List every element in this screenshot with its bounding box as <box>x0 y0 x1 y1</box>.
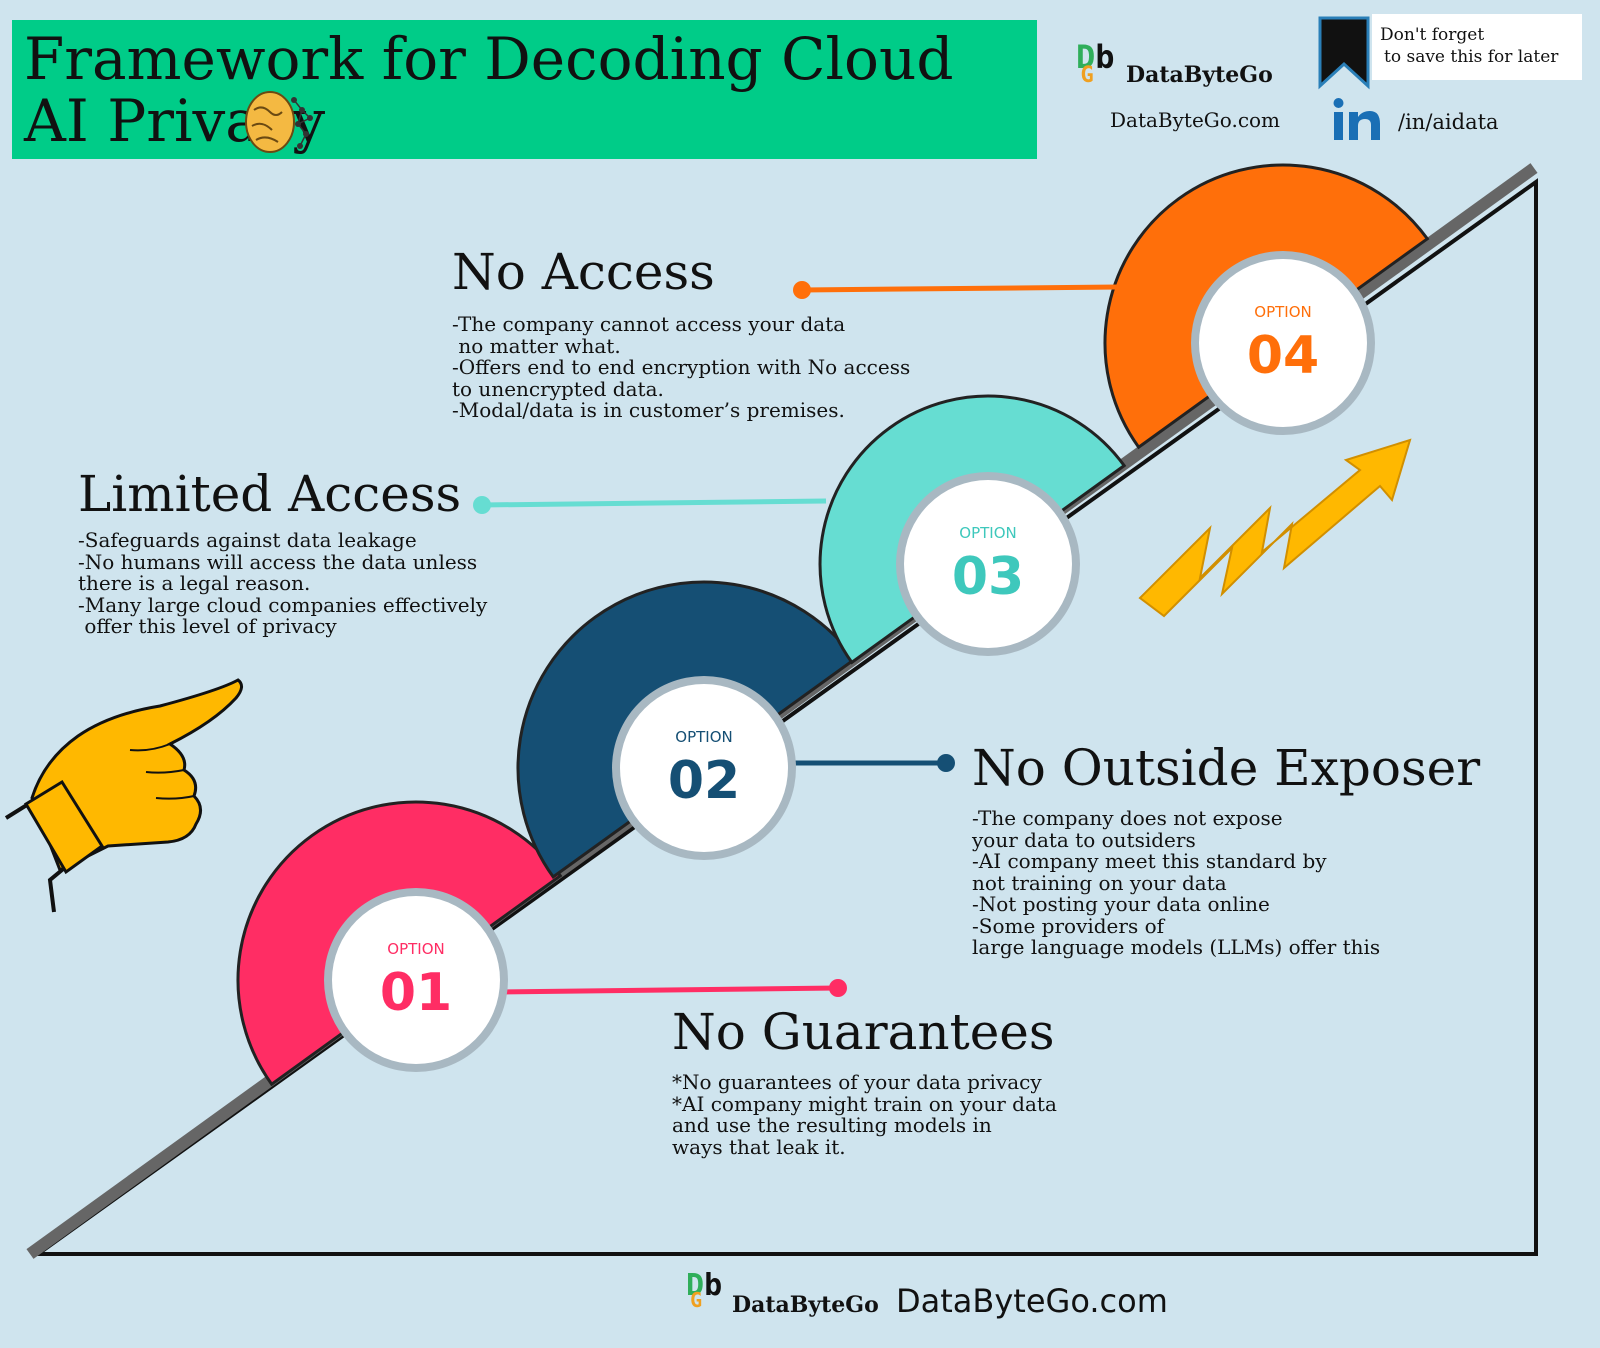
body-option-01-line: *No guarantees of your data privacy <box>672 1070 1042 1094</box>
body-option-02-line: -AI company meet this standard by <box>972 849 1327 873</box>
title-banner: Framework for Decoding Cloud AI Privacy <box>12 20 1037 159</box>
connector-option-03 <box>481 498 827 508</box>
body-option-02-line: -Not posting your data online <box>972 892 1270 916</box>
body-option-04-line: -Modal/data is in customer’s premises. <box>452 398 845 422</box>
body-option-04-line: -Offers end to end encryption with No ac… <box>452 355 911 379</box>
body-option-01: *No guarantees of your data privacy *AI … <box>672 1070 1057 1159</box>
option-number-04: 04 <box>1247 326 1319 386</box>
body-option-01-line: *AI company might train on your data <box>672 1091 1057 1116</box>
body-option-02: -The company does not expose your data t… <box>972 806 1381 959</box>
footer-url[interactable]: DataByteGo.com <box>896 1282 1168 1320</box>
body-option-02-line: large language models (LLMs) offer this <box>972 935 1381 959</box>
option-label-04: OPTION <box>1254 303 1311 321</box>
body-option-03: -Safeguards against data leakage -No hum… <box>78 528 488 638</box>
option-circle-02 <box>620 684 788 852</box>
option-label-02: OPTION <box>675 728 732 746</box>
body-option-04-line: to unencrypted data. <box>452 376 664 401</box>
save-note: Don't forget to save this for later <box>1372 14 1582 80</box>
brain-icon <box>245 91 313 153</box>
option-number-03: 03 <box>952 547 1024 607</box>
connector-option-01 <box>501 985 839 995</box>
body-option-03-line: offer this level of privacy <box>78 614 337 638</box>
body-option-02-line: -The company does not expose <box>972 806 1283 830</box>
pointing-hand-icon <box>4 678 243 913</box>
connector-dot-03 <box>473 496 491 514</box>
connector-option-04 <box>801 284 1119 293</box>
heading-option-01: No Guarantees <box>672 1003 1055 1061</box>
heading-option-03: Limited Access <box>78 465 462 523</box>
body-option-04-line: -The company cannot access your data <box>452 312 846 336</box>
option-label-03: OPTION <box>959 524 1016 542</box>
body-option-03-line: -No humans will access the data unless <box>78 549 478 574</box>
linkedin-icon[interactable] <box>1332 96 1384 142</box>
heading-option-04: No Access <box>452 243 715 301</box>
heading-option-02: No Outside Exposer <box>972 739 1481 797</box>
body-option-02-line: not training on your data <box>972 870 1227 895</box>
body-option-02-line: -Some providers of <box>972 913 1165 938</box>
save-note-line-2: to save this for later <box>1384 47 1559 67</box>
connector-dot-04 <box>793 281 811 299</box>
option-circle-01 <box>332 896 500 1064</box>
brand-name: DataByteGo <box>1126 62 1273 88</box>
body-option-01-line: and use the resulting models in <box>672 1113 992 1137</box>
option-circle-04 <box>1199 259 1367 427</box>
footer-brand-name: DataByteGo <box>732 1292 879 1318</box>
body-option-01-line: ways that leak it. <box>672 1134 846 1159</box>
body-option-03-line: -Safeguards against data leakage <box>78 528 417 552</box>
body-option-02-line: your data to outsiders <box>972 827 1196 852</box>
body-option-04: -The company cannot access your data no … <box>452 312 911 422</box>
brand-url[interactable]: DataByteGo.com <box>1110 108 1281 132</box>
footer-logo-icon: DbG <box>686 1268 723 1312</box>
zigzag-arrow-icon <box>1138 438 1412 618</box>
body-option-03-line: there is a legal reason. <box>78 571 311 595</box>
connector-dot-02 <box>937 754 955 772</box>
option-number-01: 01 <box>380 963 452 1023</box>
connector-dot-01 <box>829 979 847 997</box>
body-option-03-line: -Many large cloud companies effectively <box>78 592 488 617</box>
save-note-line-1: Don't forget <box>1380 25 1485 45</box>
connectors <box>473 281 1119 997</box>
bookmark-icon <box>1318 16 1370 90</box>
brand-logo-icon: DbG <box>1076 38 1115 88</box>
linkedin-handle[interactable]: /in/aidata <box>1398 110 1499 134</box>
option-label-01: OPTION <box>387 940 444 958</box>
body-option-04-line: no matter what. <box>452 333 621 358</box>
option-circle-03 <box>904 480 1072 648</box>
option-number-02: 02 <box>668 751 740 811</box>
triangle-frame <box>31 178 1538 1256</box>
